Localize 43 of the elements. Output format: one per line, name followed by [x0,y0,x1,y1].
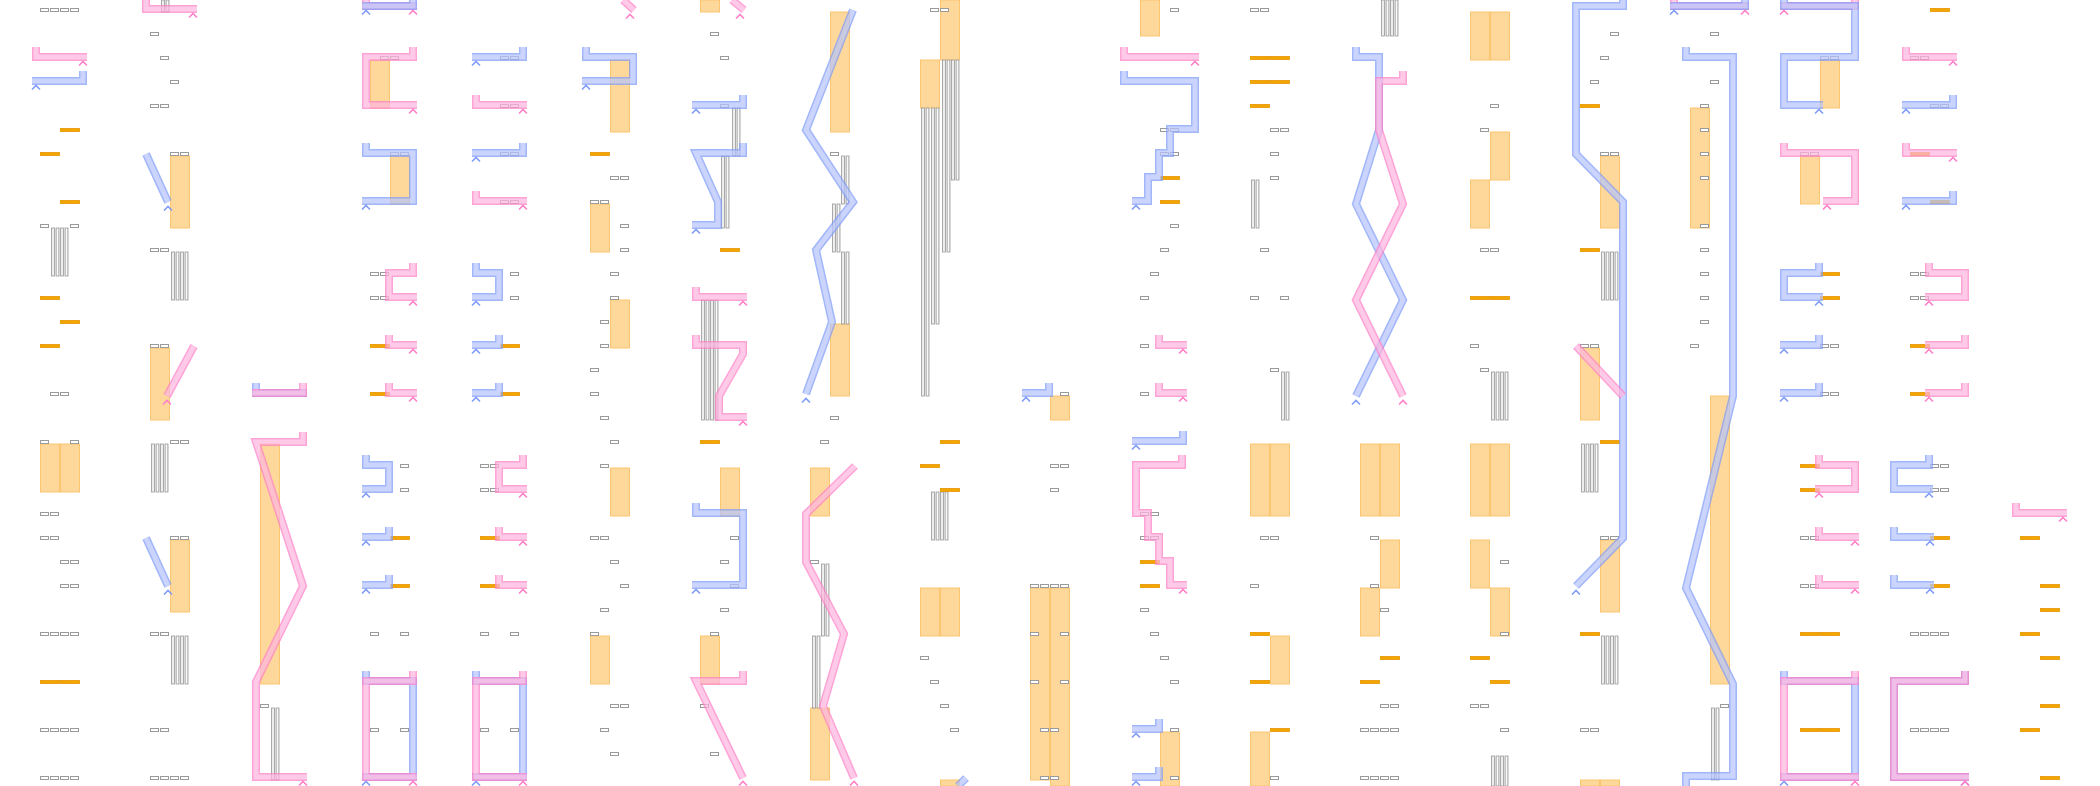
upright-bar [40,443,60,493]
upright-bar [1470,11,1490,61]
upright-bar [810,707,830,781]
upright-bar [1250,443,1270,517]
upright-bar [1580,779,1600,786]
upright-bar [1270,443,1290,517]
upright-bar [610,299,630,349]
upright-bar [1360,587,1380,637]
upright-bar [170,155,190,229]
upright-bar [1690,107,1710,229]
upright-bar [1470,443,1490,517]
upright-bar [1380,539,1400,589]
upright-bar [1490,443,1510,517]
upright-bar [60,443,80,493]
upright-bar [1600,779,1620,786]
upright-bar [830,323,850,397]
upright-bar [1490,587,1510,637]
upright-bar [170,539,190,613]
upright-bar [1050,587,1070,786]
upright-bar [610,467,630,517]
upright-bar [940,0,960,61]
upright-bar [1160,731,1180,786]
upright-bar [1380,443,1400,517]
upright-bar [1490,11,1510,61]
upright-bar [940,587,960,637]
upright-bar [1270,635,1290,685]
upright-bar [1250,731,1270,786]
upright-bar [700,0,720,13]
upright-bar [1140,0,1160,37]
upright-bar [1360,443,1380,517]
upright-bar [920,59,940,109]
upright-bar [1030,587,1050,781]
upright-bar [1470,179,1490,229]
upright-bar [920,587,940,637]
upright-bar [1470,539,1490,589]
upright-bar [590,635,610,685]
upright-bar [1820,59,1840,109]
upright-bar [940,779,960,786]
upright-bar [1490,131,1510,181]
upright-bar [590,203,610,253]
upright-bar [1800,155,1820,205]
upright-bar [1050,395,1070,421]
upright-bar [150,347,170,421]
